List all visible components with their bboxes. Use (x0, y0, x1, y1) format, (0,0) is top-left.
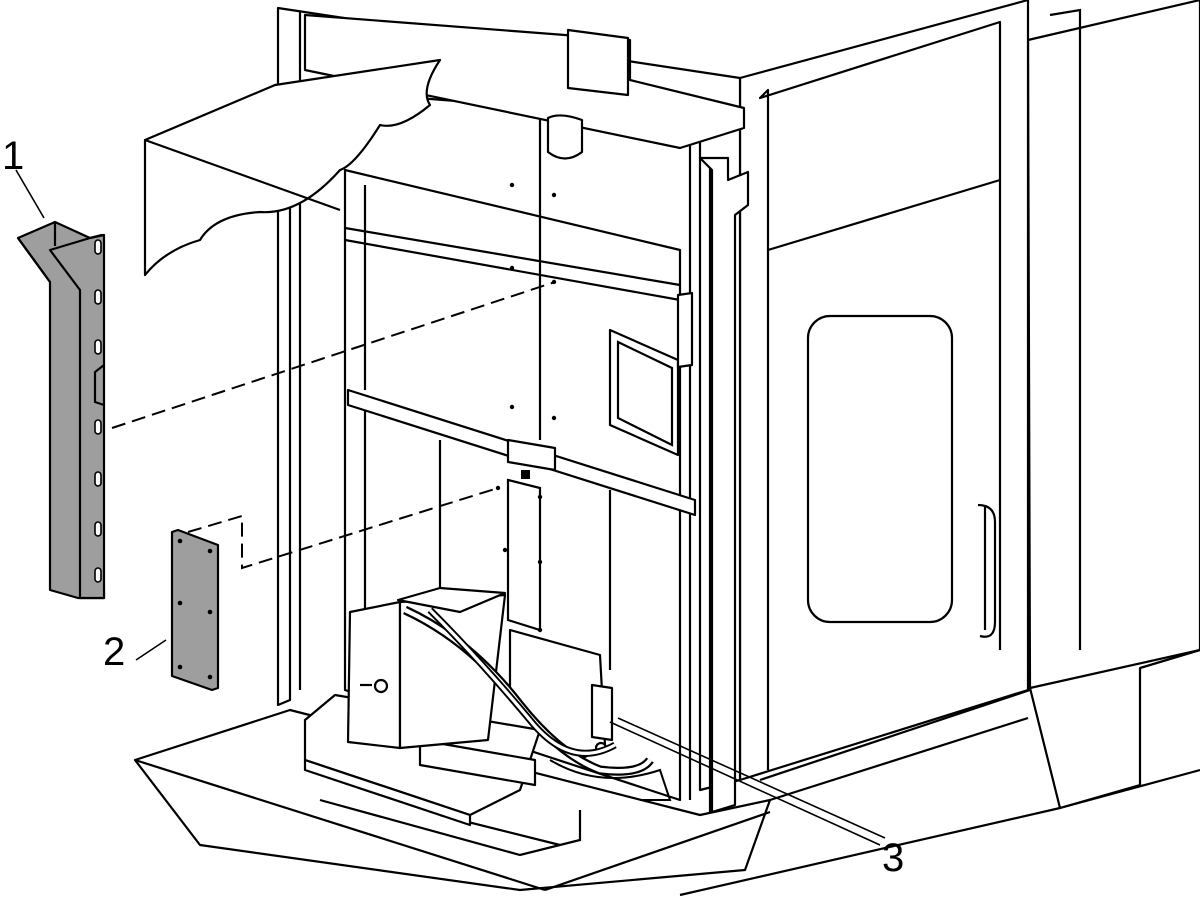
callout-1: 1 (2, 134, 25, 178)
cable-harness (403, 605, 672, 801)
door-window (806, 314, 954, 624)
leader-2 (135, 639, 167, 661)
inspection-window (608, 328, 680, 457)
machine-right-body (1026, 0, 1200, 810)
spindle-housing (346, 600, 402, 750)
leader-lines (15, 169, 886, 846)
cutaway-roof (143, 58, 442, 277)
crossbar (346, 388, 697, 517)
callout-2: 2 (103, 630, 126, 674)
part-1-channel-cover (16, 220, 106, 600)
alignment-lines (111, 281, 556, 570)
callout-3: 3 (882, 836, 905, 880)
top-cover (303, 13, 746, 160)
part-2-cover-plate (170, 528, 220, 692)
door-handle (977, 503, 997, 638)
door-panel (738, 0, 1030, 782)
rotary-table (303, 586, 614, 827)
leader-1 (15, 169, 45, 219)
leader-3 (609, 721, 881, 846)
